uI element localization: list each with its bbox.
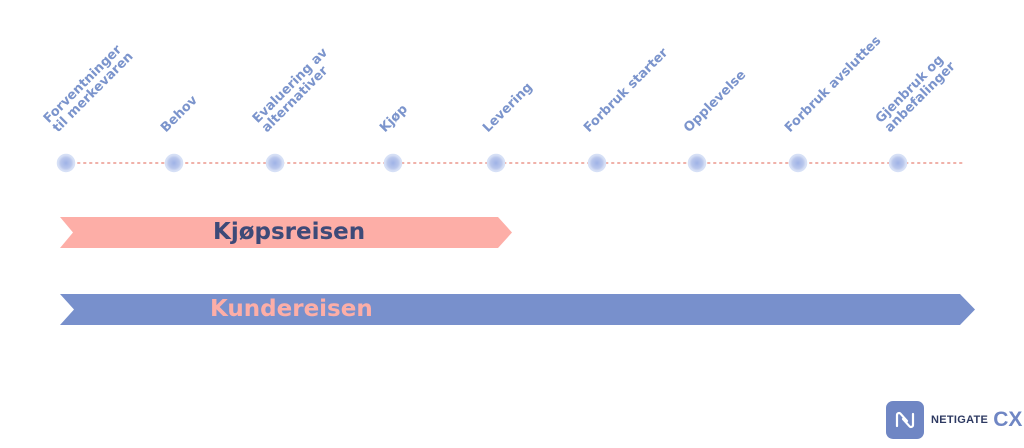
netigate-logo: NETIGATE CX: [886, 400, 1022, 440]
brand-suffix: CX: [993, 408, 1023, 431]
kundereisen-arrow: [60, 294, 975, 325]
stage-dots: [56, 153, 908, 173]
stage-dot: [687, 153, 707, 173]
brand-name: NETIGATE: [931, 414, 989, 426]
stage-dot: [383, 153, 403, 173]
stage-dot: [164, 153, 184, 173]
netigate-logo-icon: [886, 401, 924, 439]
stage-dot: [888, 153, 908, 173]
kundereisen-label: Kundereisen: [210, 296, 373, 322]
kjopsreisen-label: Kjøpsreisen: [213, 219, 366, 245]
stage-dot: [788, 153, 808, 173]
stage-dot: [56, 153, 76, 173]
kjopsreisen-arrow: [60, 217, 512, 248]
stage-dot: [587, 153, 607, 173]
stage-dot: [486, 153, 506, 173]
stage-dot: [265, 153, 285, 173]
